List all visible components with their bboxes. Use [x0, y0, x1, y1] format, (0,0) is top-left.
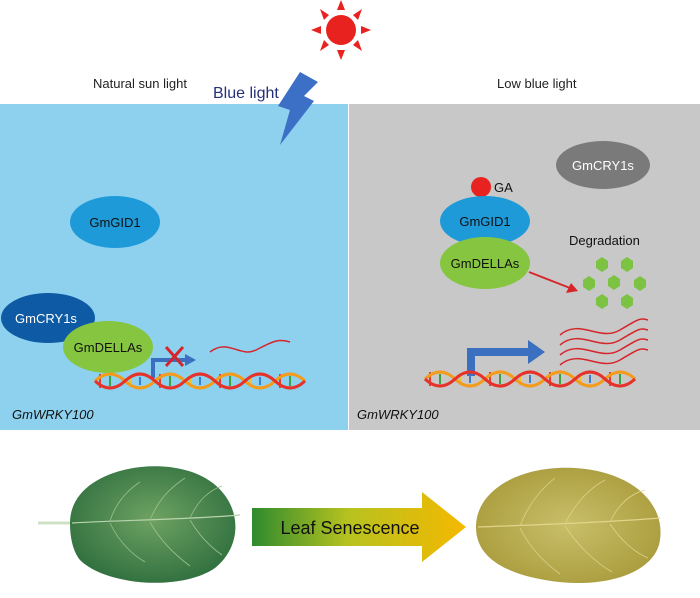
- cry1s-ellipse-left: GmCRY1s: [1, 293, 95, 343]
- gene-label-left: GmWRKY100: [12, 407, 94, 422]
- right-panel-heading: Low blue light: [497, 76, 577, 91]
- yellow-leaf-icon: [476, 467, 661, 584]
- dellas-label-right: GmDELLAs: [451, 256, 520, 271]
- dellas-ellipse-right: GmDELLAs: [440, 237, 530, 289]
- left-panel-heading: Natural sun light: [93, 76, 187, 91]
- gid1-ellipse-right: GmGID1: [440, 196, 530, 246]
- transcript-wave-icon-left: [209, 339, 291, 353]
- dna-helix-icon-right: [423, 370, 637, 388]
- senescence-arrow: Leaf Senescence: [252, 492, 466, 562]
- gid1-ellipse-left: GmGID1: [70, 196, 160, 248]
- gid1-label-right: GmGID1: [459, 214, 510, 229]
- gid1-label-left: GmGID1: [89, 215, 140, 230]
- left-panel: [0, 104, 348, 430]
- promoter-arrow-icon-right: [467, 340, 545, 376]
- blue-light-label: Blue light: [213, 85, 279, 102]
- ga-molecule: [471, 177, 491, 197]
- degradation-label: Degradation: [569, 233, 640, 248]
- cry1s-label-right: GmCRY1s: [572, 158, 634, 173]
- cry1s-label-left: GmCRY1s: [15, 311, 77, 326]
- hexagon-fragments-icon: [583, 257, 646, 309]
- ga-label: GA: [494, 180, 513, 195]
- green-leaf-icon: [38, 466, 241, 583]
- sun-icon: [311, 0, 371, 60]
- gene-label-right: GmWRKY100: [357, 407, 439, 422]
- inhibit-cross-icon: [164, 345, 185, 368]
- senescence-label: Leaf Senescence: [280, 518, 419, 538]
- cry1s-ellipse-right: GmCRY1s: [556, 141, 650, 189]
- transcript-wave-icon-right: [559, 318, 649, 366]
- degradation-arrow: [528, 271, 578, 293]
- dna-helix-icon-left: [93, 372, 307, 390]
- dellas-label-left: GmDELLAs: [74, 340, 143, 355]
- promoter-arrow-icon-left: [151, 354, 196, 378]
- lightning-icon: [278, 72, 318, 145]
- dellas-ellipse-left: GmDELLAs: [63, 321, 153, 373]
